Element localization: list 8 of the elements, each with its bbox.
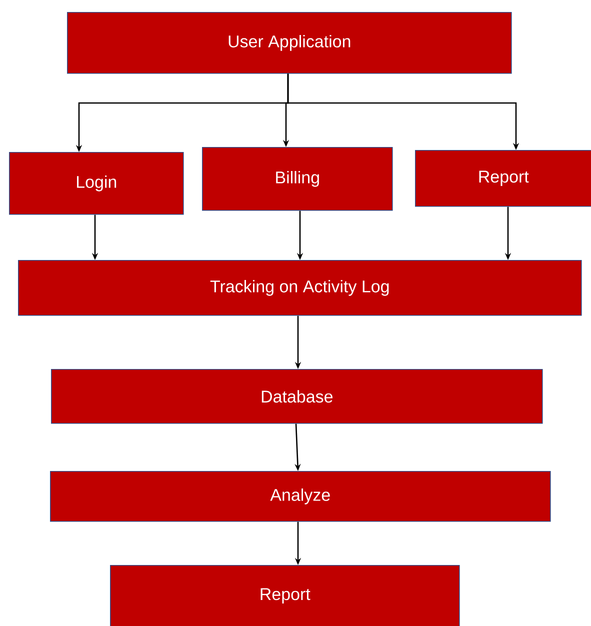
process-box: Report: [110, 565, 460, 626]
process-box: Tracking on Activity Log: [18, 260, 582, 316]
process-box: Report: [415, 150, 591, 207]
process-box: Database: [51, 369, 543, 424]
process-box: Login: [9, 152, 184, 215]
process-box: Billing: [202, 147, 393, 211]
process-box: Analyze: [50, 471, 551, 522]
process-box: User Application: [67, 12, 512, 74]
